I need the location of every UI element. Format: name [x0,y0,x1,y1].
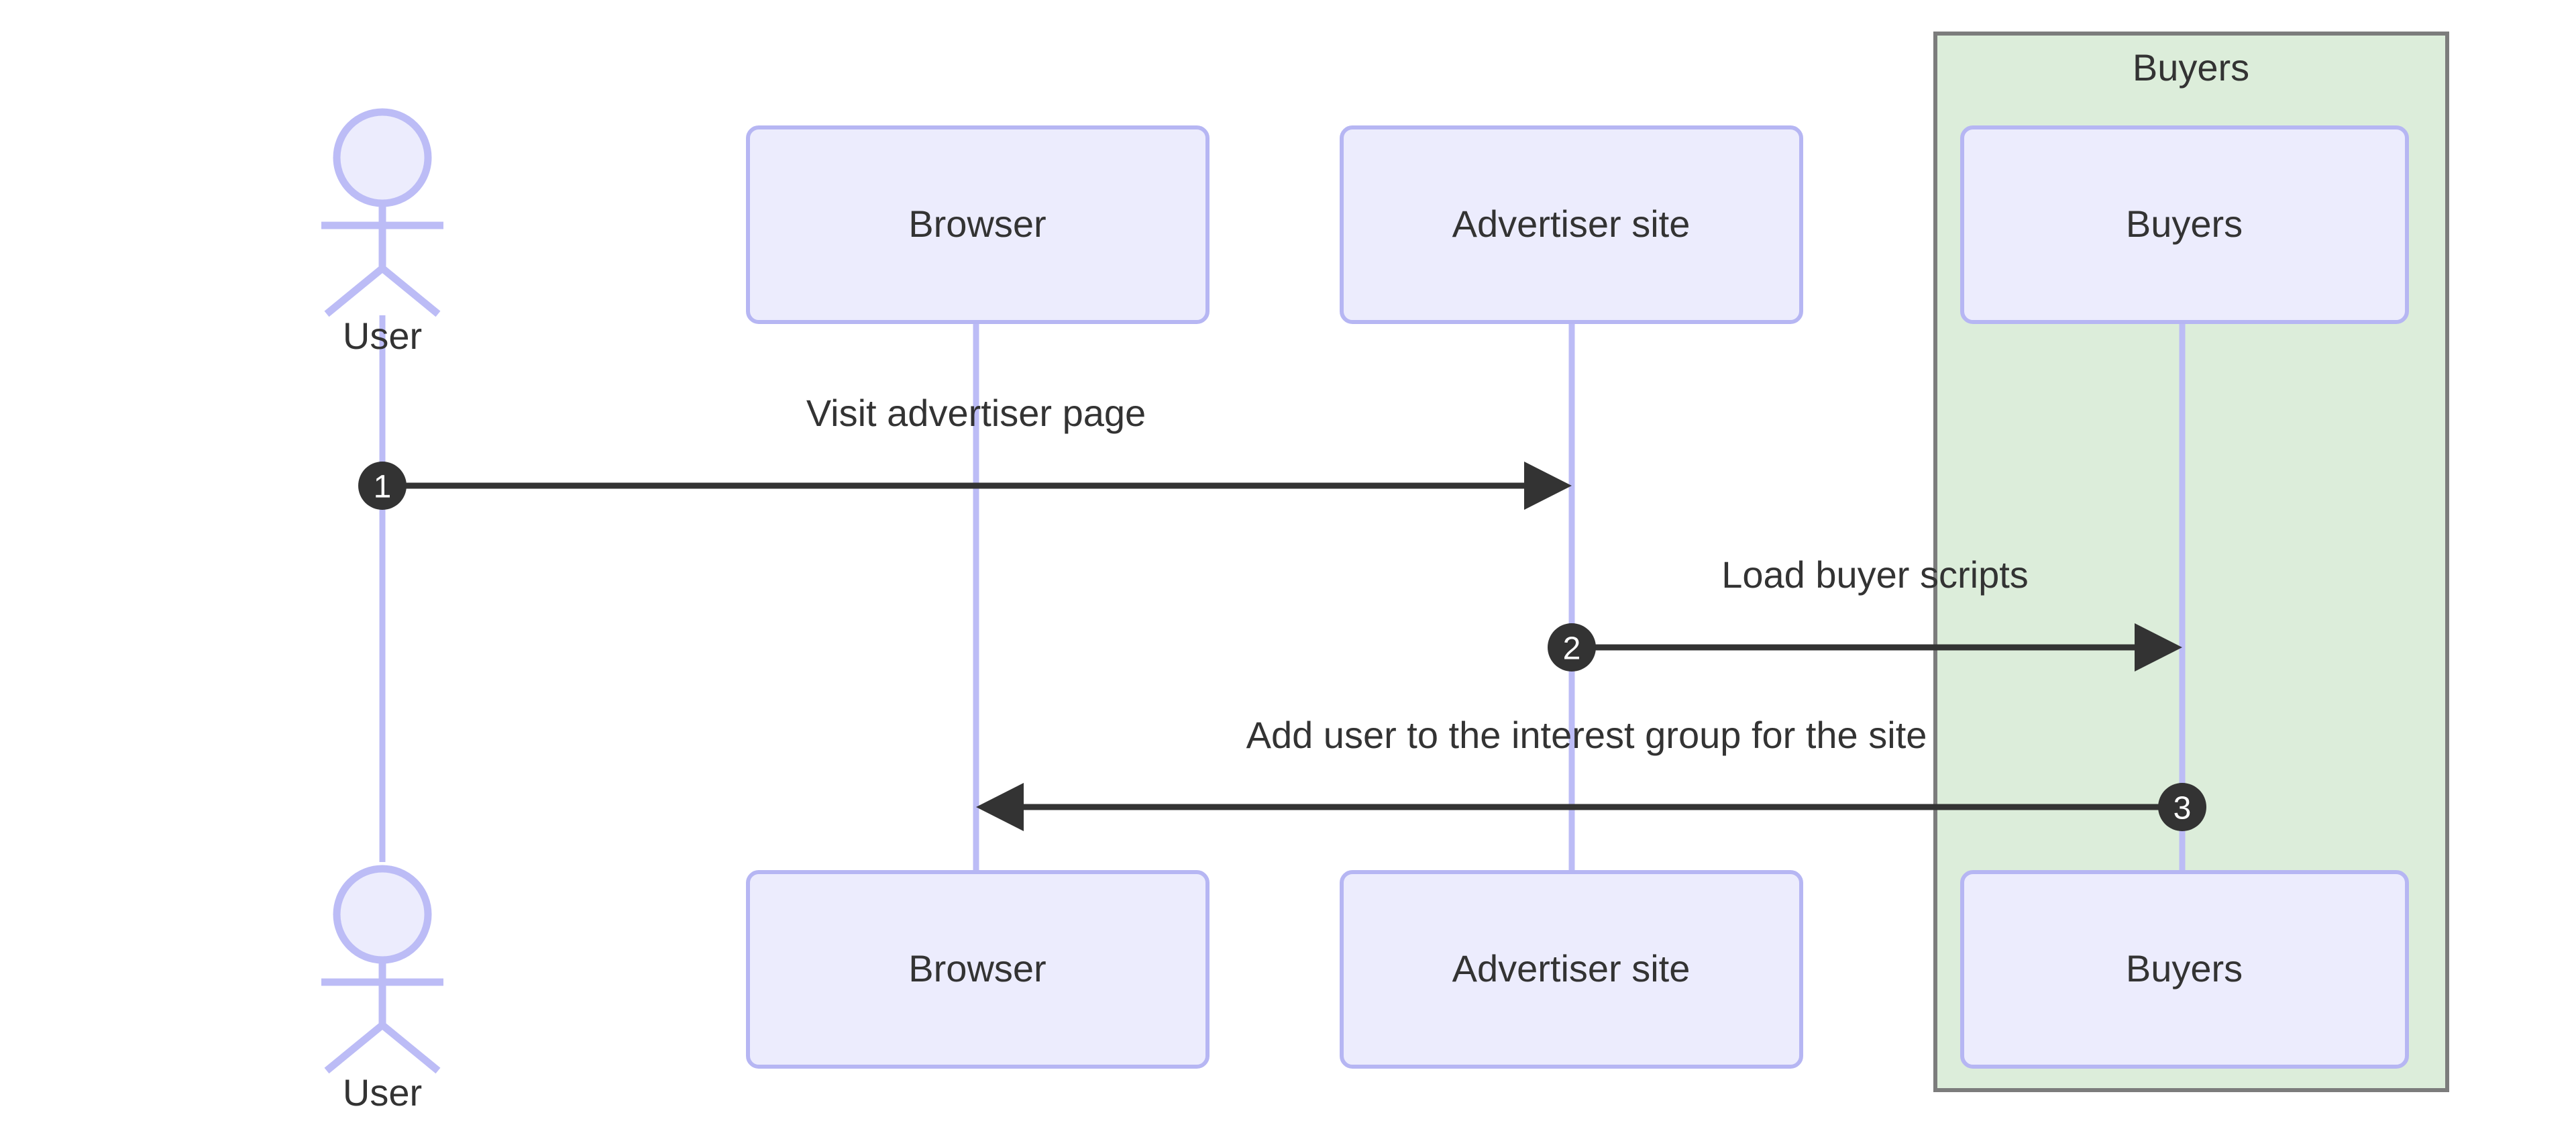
message-2-label: Load buyer scripts [1721,553,2029,596]
participant-advertiser-top[interactable]: Advertiser site [1340,125,1803,324]
message-2-arrowhead-icon [2135,623,2182,672]
participant-box [746,870,1210,1069]
participant-buyers-top-label: Buyers [2126,203,2243,245]
participant-box [1340,125,1803,324]
message-1-sequence-bubble [358,462,407,510]
actor-leg-left-icon [324,265,385,317]
message-3[interactable]: Add user to the interest group for the s… [976,714,2206,831]
participant-buyers-bottom[interactable]: Buyers [1960,870,2409,1069]
participant-browser-top[interactable]: Browser [746,125,1210,324]
message-3-label: Add user to the interest group for the s… [1246,714,1927,756]
actor-head-icon [333,108,432,207]
message-3-arrowhead-icon [976,783,1024,831]
participant-buyers-top[interactable]: Buyers [1960,125,2409,324]
message-2-sequence-number: 2 [1563,631,1581,667]
message-1-label: Visit advertiser page [806,392,1146,434]
participant-box [1340,870,1803,1069]
participant-box [746,125,1210,324]
actor-user-top-label: User [343,315,422,357]
actor-leg-left-icon [324,1022,385,1074]
message-1[interactable]: Visit advertiser page 1 [358,392,1572,510]
actor-user-bottom-label: User [343,1071,422,1114]
actor-head-icon [333,865,432,964]
participant-advertiser-bottom[interactable]: Advertiser site [1340,870,1803,1069]
actor-leg-right-icon [380,1022,441,1074]
participant-advertiser-bottom-label: Advertiser site [1452,947,1690,990]
message-2-sequence-bubble [1548,623,1596,672]
participant-browser-bottom[interactable]: Browser [746,870,1210,1069]
actor-user-bottom[interactable]: User [321,865,443,1114]
actor-user-top[interactable]: User [321,108,443,357]
participant-browser-bottom-label: Browser [908,947,1046,990]
participant-box [1960,870,2409,1069]
participant-box [1960,125,2409,324]
group-buyers-label: Buyers [2133,46,2249,89]
participant-browser-top-label: Browser [908,203,1046,245]
participant-advertiser-top-label: Advertiser site [1452,203,1690,245]
message-1-arrowhead-icon [1524,462,1572,510]
message-2[interactable]: Load buyer scripts 2 [1548,553,2182,672]
message-1-sequence-number: 1 [374,470,392,505]
message-3-sequence-number: 3 [2174,791,2192,826]
lifelines-layer [379,315,2186,872]
message-3-sequence-bubble [2158,783,2206,831]
participant-buyers-bottom-label: Buyers [2126,947,2243,990]
actor-leg-right-icon [380,265,441,317]
